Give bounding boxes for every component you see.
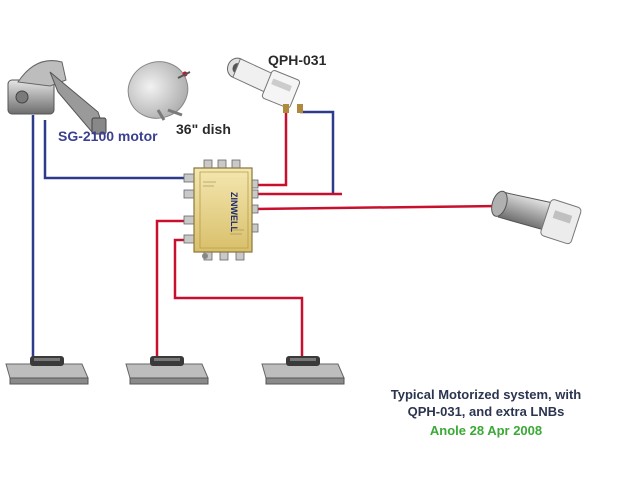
- receiver-1-cable: [155, 219, 190, 358]
- 36-inch-dish: [127, 61, 191, 121]
- sg-2100-motor: [7, 60, 107, 135]
- caption-line-1: Typical Motorized system, with: [390, 387, 582, 402]
- qph-031-lnb: [227, 57, 303, 113]
- blue-cables: [31, 110, 335, 358]
- motor-to-switch-cable: [43, 120, 190, 180]
- dish-label: 36" dish: [176, 121, 231, 137]
- receiver-2: [125, 356, 209, 385]
- caption-line-2: QPH-031, and extra LNBs: [407, 404, 565, 419]
- extra-lnb: [491, 190, 582, 245]
- red-cables: [155, 112, 501, 358]
- receiver-3: [261, 356, 345, 385]
- motor-label: SG-2100 motor: [58, 128, 158, 144]
- qph-blue-cable: [300, 110, 335, 195]
- receiver-1: [5, 356, 89, 385]
- caption: Typical Motorized system, with QPH-031, …: [372, 386, 600, 439]
- qph-label: QPH-031: [268, 52, 327, 68]
- receiver-2-cable: [173, 238, 304, 358]
- caption-credit: Anole 28 Apr 2008: [429, 423, 543, 438]
- multiswitch: ZINWELL: [183, 159, 259, 261]
- qph-red-cable: [253, 112, 288, 187]
- switch-brand: ZINWELL: [229, 192, 239, 232]
- extra-lnb-cable: [252, 204, 501, 211]
